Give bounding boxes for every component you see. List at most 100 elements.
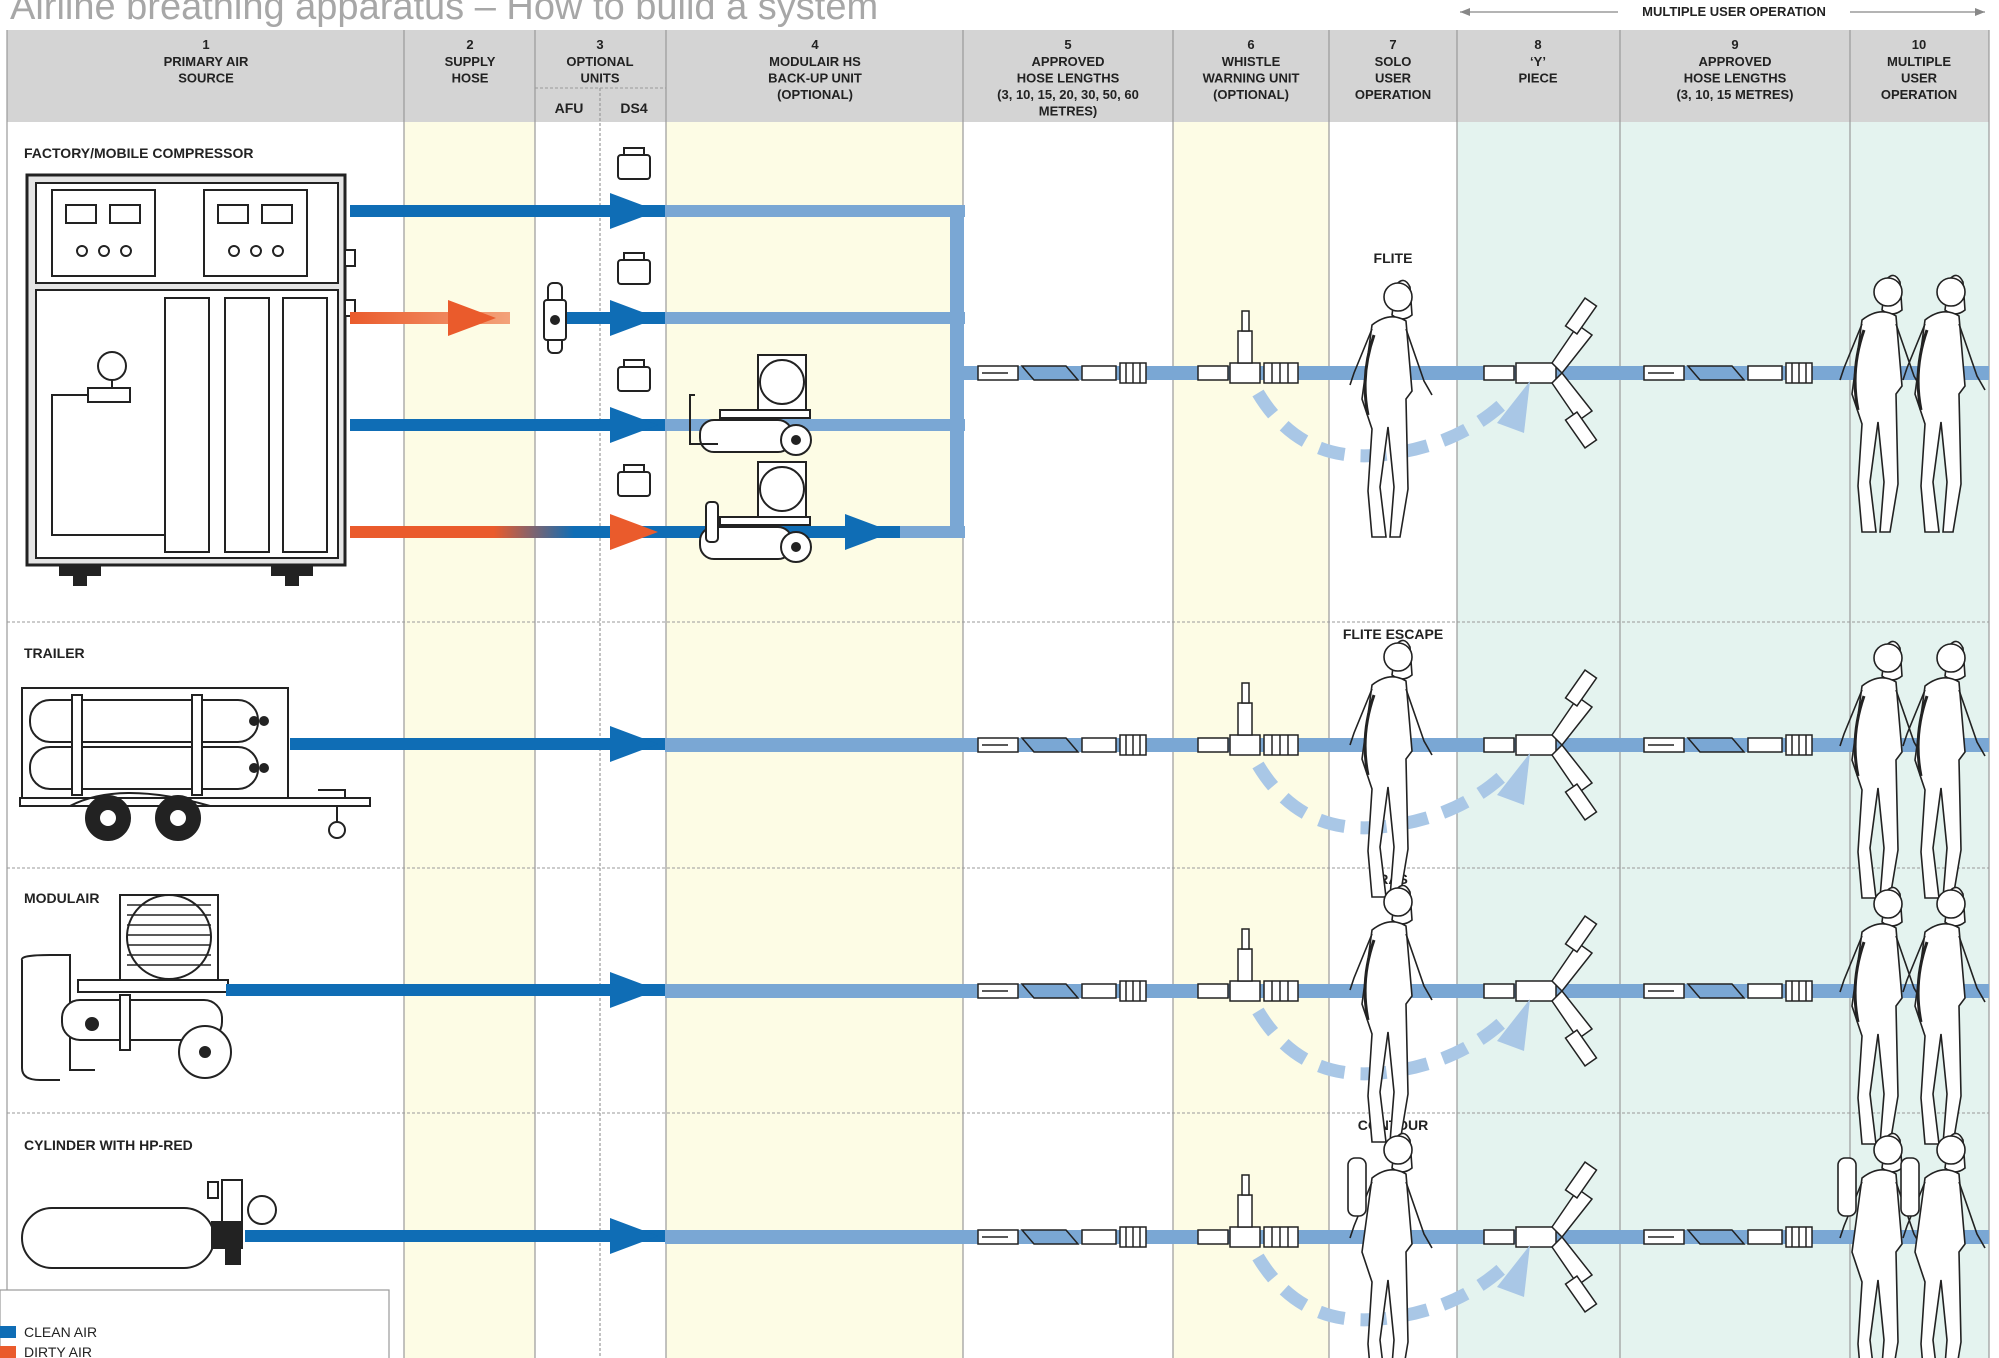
column-title-line: SOLO [1375,54,1412,69]
user-figure [1902,640,1986,899]
column-title-line: MULTIPLE [1887,54,1951,69]
flow-arrows [448,193,893,1254]
column-title-line: (3, 10, 15, 20, 30, 50, 60 [997,87,1139,102]
source-label: TRAILER [24,645,85,661]
header-band [7,30,1989,122]
column-title-line: HOSE LENGTHS [1017,71,1120,86]
column-title-line: BACK-UP UNIT [768,71,862,86]
whistle-unit [1197,682,1299,756]
column-title-line: SOURCE [178,71,234,86]
hose-segment [977,980,1147,1002]
column-title-line: OPTIONAL [566,54,633,69]
legend-dirty-air: DIRTY AIR [24,1344,92,1358]
column-number: 8 [1534,37,1541,52]
y-piece [1483,669,1598,821]
user-figure [1902,886,1986,1145]
user-figure [1349,639,1433,898]
whistle-units [1197,310,1299,1248]
user-figure [1902,274,1986,533]
column-number: 1 [202,37,209,52]
column-header-8: 8‘Y’PIECE [1518,37,1557,86]
y-piece [1483,915,1598,1067]
hose-segment [977,362,1147,384]
column-title-line: WARNING UNIT [1203,71,1300,86]
dashed-arc-arrow [1497,1245,1530,1297]
optional-unit-label: DS4 [620,100,647,116]
hose-segment [977,1226,1147,1248]
solo-product-label: FLITE ESCAPE [1343,626,1443,642]
column-number: 6 [1247,37,1254,52]
modulair-backup-icons [689,354,812,563]
column-title-line: APPROVED [1032,54,1105,69]
column-title-line: OPERATION [1355,87,1431,102]
column-title-line: APPROVED [1699,54,1772,69]
column-title-line: USER [1375,71,1412,86]
compressor-icon [25,173,356,586]
user-figure [1839,274,1923,533]
modulair-icon [20,894,232,1081]
whistle-unit [1197,1174,1299,1248]
legend: CLEAN AIR DIRTY AIR [0,1289,390,1358]
hose-segment [1643,980,1813,1002]
hose-segment [1643,734,1813,756]
column-number: 4 [811,37,819,52]
user-figure [1900,1132,1986,1358]
legend-clean-air: CLEAN AIR [24,1324,97,1340]
y-piece [1483,1161,1598,1313]
column-number: 10 [1912,37,1926,52]
column-number: 2 [466,37,473,52]
cylinder-icon [21,1179,277,1269]
column-title-line: METRES) [1039,104,1098,119]
column-title-line: WHISTLE [1222,54,1281,69]
column-title-line: HOSE [452,71,489,86]
column-title-line: (OPTIONAL) [777,87,853,102]
dashed-arc-arrow [1497,999,1530,1051]
y-piece [1483,297,1598,449]
solo-product-label: FLITE [1374,250,1413,266]
column-bands [404,30,1989,1358]
column-title-line: SUPPLY [445,54,496,69]
optional-unit-label: AFU [555,100,584,116]
column-separators [6,30,1990,1358]
column-title-line: (3, 10, 15 METRES) [1676,87,1793,102]
page-title: Airline breathing apparatus – How to bui… [10,0,879,28]
hose-segment [1643,362,1813,384]
user-figures [1347,274,1986,1358]
source-label: CYLINDER WITH HP-RED [24,1137,193,1153]
hose-segment [977,734,1147,756]
user-figure [1349,279,1433,538]
whistle-unit [1197,928,1299,1002]
column-title-line: PRIMARY AIR [164,54,249,69]
column-number: 9 [1731,37,1738,52]
user-figure [1839,886,1923,1145]
column-title-line: USER [1901,71,1938,86]
column-number: 5 [1064,37,1071,52]
user-figure [1347,1132,1433,1358]
ds4-filter-icons [617,147,651,497]
trailer-icon [19,687,371,841]
afu-unit-icon [543,282,567,354]
multi-user-header: MULTIPLE USER OPERATION [1642,4,1826,19]
user-figure [1349,884,1433,1143]
user-figure [1837,1132,1923,1358]
dashed-arc-arrow [1497,381,1530,433]
column-title-line: PIECE [1518,71,1557,86]
source-label: MODULAIR [24,890,99,906]
column-title-line: OPERATION [1881,87,1957,102]
row-separators [7,621,1989,1114]
column-title-line: (OPTIONAL) [1213,87,1289,102]
column-title-line: MODULAIR HS [769,54,861,69]
column-title-line: UNITS [581,71,620,86]
hose-segments [977,362,1813,1248]
y-pieces [1483,297,1598,1313]
source-label: FACTORY/MOBILE COMPRESSOR [24,145,253,161]
